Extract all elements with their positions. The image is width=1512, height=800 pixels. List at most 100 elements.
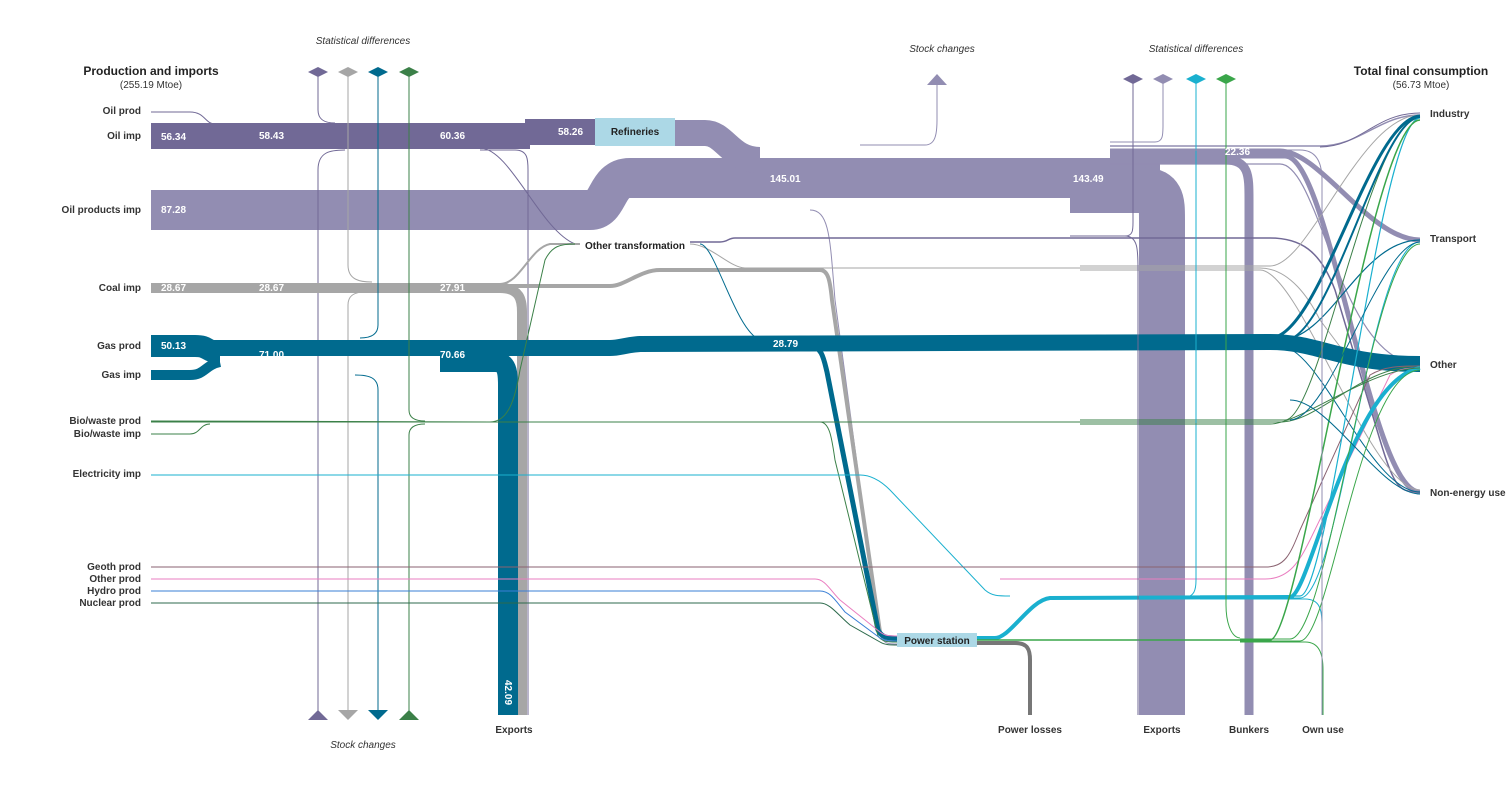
- flow-gas-non-energy: [1080, 345, 1421, 493]
- flow-oil-products-exports: [1070, 167, 1185, 715]
- flow-power-losses: [975, 641, 1032, 715]
- consumption-label-transport: Transport: [1430, 234, 1477, 245]
- value-gas-exports: 42.09: [502, 680, 513, 705]
- flow-oil-products-main: [151, 158, 1160, 230]
- flow-coal-industry: [1080, 114, 1421, 267]
- flow-coal-stock: [347, 291, 366, 715]
- sink-label-own-use: Own use: [1302, 725, 1344, 736]
- consumption-label-non-energy: Non-energy use: [1430, 488, 1506, 499]
- flow-nuclear: [151, 602, 898, 646]
- flow-oil-to-other-trans: [479, 147, 576, 245]
- flow-bio-to-power: [151, 421, 898, 643]
- flow-gas-stat-diff: [359, 72, 379, 339]
- flow-gas-prod: [151, 335, 221, 363]
- flow-gas-imp: [151, 357, 222, 380]
- values-layer: 56.34 58.43 60.36 58.26 87.28 145.01 143…: [161, 127, 1250, 705]
- stat-diff-left-label: Statistical differences: [316, 36, 411, 47]
- source-label-gas-imp: Gas imp: [102, 370, 141, 381]
- power-station-node: [897, 633, 977, 647]
- right-subtitle: (56.73 Mtoe): [1393, 80, 1450, 91]
- flow-coal-other-trans: [499, 243, 580, 285]
- flow-elec-imp: [151, 474, 1011, 597]
- value-gas-total: 71.00: [259, 350, 284, 361]
- source-label-oil-products-imp: Oil products imp: [62, 205, 141, 216]
- source-label-other-prod: Other prod: [89, 574, 141, 585]
- sink-label-exports-2: Exports: [1143, 725, 1181, 736]
- flow-bio-other-2: [1080, 367, 1421, 425]
- markers-layer: [308, 67, 1236, 720]
- value-oil-products-after-stock: 143.49: [1073, 174, 1104, 185]
- flow-bio-stock: [408, 423, 426, 715]
- stat-diff-diamond-oil: [308, 67, 328, 77]
- source-label-coal-imp: Coal imp: [99, 283, 141, 294]
- flow-gas-transport-2: [1289, 241, 1421, 421]
- sink-label-bunkers: Bunkers: [1229, 725, 1269, 736]
- stat-diff-diamond-elec-right: [1186, 74, 1206, 84]
- flow-gas-industry: [1080, 114, 1421, 340]
- flow-oil-prod: [151, 111, 216, 125]
- flow-hydro: [151, 590, 898, 642]
- flow-bio-stat-diff: [408, 72, 426, 422]
- stat-diff-diamond-bio: [399, 67, 419, 77]
- flow-green-stat-diff: [1225, 80, 1241, 639]
- refineries-label: Refineries: [611, 127, 660, 138]
- value-oil-after-diff: 60.36: [440, 131, 465, 142]
- flow-gas-non-energy-2: [1289, 399, 1421, 495]
- flow-green-transport: [1240, 243, 1421, 640]
- left-subtitle: (255.19 Mtoe): [120, 80, 182, 91]
- flow-oil-products-transport: [1110, 148, 1421, 243]
- other-transformation-label: Other transformation: [585, 241, 685, 252]
- flow-gas-main: [200, 333, 1421, 372]
- flow-elec-own-use: [1200, 598, 1323, 715]
- flow-consumption-industry-line: [1319, 112, 1421, 148]
- value-oil-products-imp: 87.28: [161, 205, 186, 216]
- stat-diff-right-label: Statistical differences: [1149, 44, 1244, 55]
- value-oil-after-stock: 58.43: [259, 131, 284, 142]
- stat-diff-diamond-green-right: [1216, 74, 1236, 84]
- flow-other-trans-out: [690, 237, 1421, 493]
- source-label-bio-prod: Bio/waste prod: [69, 416, 141, 427]
- source-labels-layer: Production and imports (255.19 Mtoe) Oil…: [62, 36, 1244, 751]
- flow-oil-exports: [480, 149, 529, 715]
- power-station-label: Power station: [904, 636, 970, 647]
- flow-oil-products-stock: [860, 82, 938, 146]
- flow-gas-other-trans: [699, 243, 761, 341]
- source-label-oil-prod: Oil prod: [103, 106, 141, 117]
- value-oil-imp: 56.34: [161, 132, 186, 143]
- flow-gas-exports: [440, 352, 518, 715]
- stat-diff-diamond-oil-right: [1123, 74, 1143, 84]
- stock-triangle-gas: [368, 710, 388, 720]
- right-title: Total final consumption: [1354, 64, 1488, 78]
- consumption-label-other: Other: [1430, 360, 1457, 371]
- source-label-gas-prod: Gas prod: [97, 341, 141, 352]
- stock-changes-top-label: Stock changes: [909, 44, 975, 55]
- value-gas-to-power: 28.79: [773, 339, 798, 350]
- flow-other-prod: [151, 578, 898, 637]
- stat-diff-diamond-coal: [338, 67, 358, 77]
- value-coal-imp: 28.67: [161, 283, 186, 294]
- stock-triangle-bio: [399, 710, 419, 720]
- source-label-oil-imp: Oil imp: [107, 131, 141, 142]
- flow-green-own-use: [1240, 641, 1324, 715]
- flow-refinery-output: [675, 120, 762, 173]
- sink-label-exports-1: Exports: [495, 725, 533, 736]
- sink-label-power-losses: Power losses: [998, 725, 1062, 736]
- stock-triangle-coal: [338, 710, 358, 720]
- left-title: Production and imports: [83, 64, 219, 78]
- flow-gas-industry-2: [1284, 116, 1421, 341]
- flows-layer: [150, 72, 1421, 715]
- value-gas-after-diff: 70.66: [440, 350, 465, 361]
- flow-oil-products-industry: [1110, 114, 1421, 147]
- flow-bio-other: [820, 365, 1421, 423]
- stat-diff-diamond-oil-products-right: [1153, 74, 1173, 84]
- source-label-geoth-prod: Geoth prod: [87, 562, 141, 573]
- consumption-labels-layer: Total final consumption (56.73 Mtoe) Ind…: [1354, 64, 1506, 499]
- flow-bio-imp: [151, 423, 211, 435]
- consumption-label-industry: Industry: [1430, 109, 1470, 120]
- nodes-layer: Refineries Other transformation Power st…: [580, 118, 977, 647]
- stock-triangle-oil: [308, 710, 328, 720]
- flow-gas-stock: [354, 374, 379, 715]
- source-label-hydro-prod: Hydro prod: [87, 586, 141, 597]
- flow-coal-stat-diff: [347, 72, 373, 283]
